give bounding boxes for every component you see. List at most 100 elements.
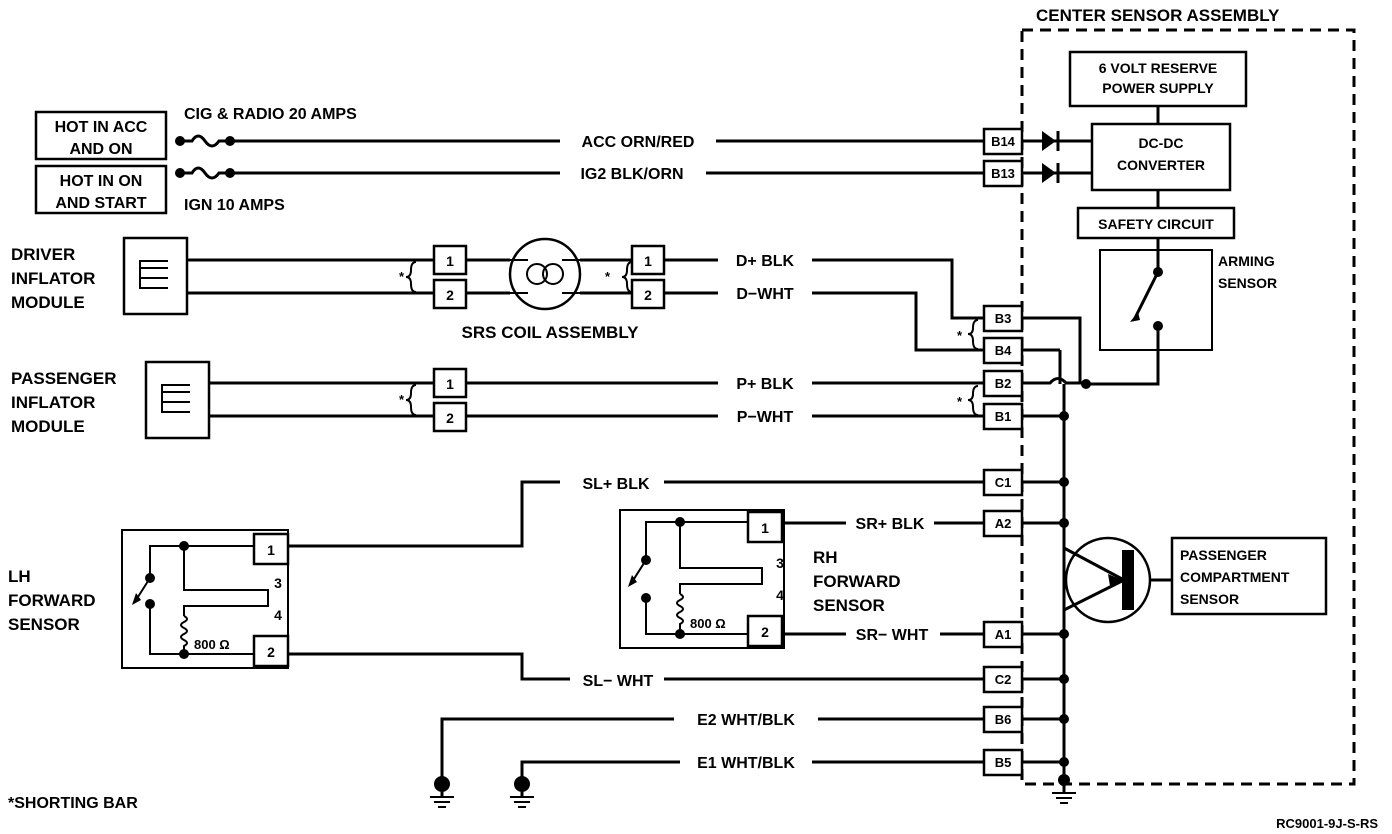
svg-text:FORWARD: FORWARD [8,591,96,610]
svg-text:B13: B13 [991,166,1015,181]
wire-sl-minus-label: SL− WHT [583,673,654,690]
wire-d-minus-label: D−WHT [736,286,794,303]
svg-text:1: 1 [644,253,652,269]
wire-d-plus-label: D+ BLK [736,253,795,270]
passenger-inflator-module [144,360,211,440]
svg-text:A1: A1 [995,627,1012,642]
connector-b3: B3 [982,304,1024,333]
passenger-connector: 1 2 [432,367,468,433]
svg-text:2: 2 [644,287,652,303]
svg-text:B14: B14 [991,134,1016,149]
svg-text:3: 3 [776,555,784,571]
rh-forward-sensor: 1 2 3 4 800 Ω [619,509,785,649]
acc-label-2: AND ON [69,141,132,158]
ground-icon [430,776,454,808]
svg-text:1: 1 [761,520,769,536]
wire-acc-label: ACC ORN/RED [582,134,695,151]
wire-d-minus [664,291,984,352]
wire-p-minus-label: P−WHT [737,409,794,426]
arming-sensor: ARMING SENSOR [1099,249,1277,351]
svg-text:B2: B2 [995,376,1012,391]
hot-in-start-box: HOT IN ON AND START [34,164,168,215]
rh-resistor-label: 800 Ω [690,616,726,631]
driver-wires [187,258,434,295]
svg-text:B3: B3 [995,311,1012,326]
svg-text:2: 2 [446,287,454,303]
svg-text:PASSENGER: PASSENGER [11,369,117,388]
coil-left-wires [466,258,510,295]
svg-text:INFLATOR: INFLATOR [11,269,95,288]
coil-right-wires [580,258,632,295]
wire-sl-minus [288,652,984,681]
svg-text:RH: RH [813,548,838,567]
arming-label-2: SENSOR [1218,275,1277,291]
fuse-20a-icon [175,134,235,148]
compartment-label-1: PASSENGER [1180,547,1267,563]
svg-text:1: 1 [446,253,454,269]
svg-text:FORWARD: FORWARD [813,572,901,591]
dc-dc-converter: DC-DC CONVERTER [1090,122,1232,192]
compartment-label-3: SENSOR [1180,591,1239,607]
shorting-bar-5: * [957,385,979,416]
connector-c1: C1 [982,468,1024,497]
center-sensor-boundary [1020,28,1356,786]
start-label-2: AND START [55,195,146,212]
diagram-code: RC9001-9J-S-RS [1276,816,1378,831]
reserve-label-1: 6 VOLT RESERVE [1099,60,1218,76]
svg-text:C2: C2 [995,672,1012,687]
svg-text:SENSOR: SENSOR [8,615,80,634]
svg-text:3: 3 [274,575,282,591]
shorting-bar-1: * [399,261,417,293]
connector-b2: B2 [982,369,1024,398]
connector-c2: C2 [982,665,1024,694]
srs-coil-icon [508,237,582,311]
svg-text:B4: B4 [995,343,1012,358]
connector-b1: B1 [982,402,1024,431]
center-sensor-title: CENTER SENSOR ASSEMBLY [1036,6,1280,25]
shorting-bar-footnote: *SHORTING BAR [8,795,138,812]
svg-text:SENSOR: SENSOR [813,596,885,615]
safety-circuit: SAFETY CIRCUIT [1076,206,1236,240]
lh-forward-sensor: 1 2 3 4 800 Ω [121,529,290,669]
coil-connector-right: 1 2 [630,244,666,310]
svg-text:A2: A2 [995,516,1012,531]
svg-text:B5: B5 [995,755,1012,770]
compartment-label-2: COMPARTMENT [1180,569,1290,585]
converter-label-2: CONVERTER [1117,157,1205,173]
lh-resistor-label: 800 Ω [194,637,230,652]
svg-text:2: 2 [761,624,769,640]
fuse-10a-label: IGN 10 AMPS [184,197,285,214]
shorting-bar-2: * [605,261,633,293]
svg-text:*: * [399,269,405,284]
connector-b14: B14 [982,127,1024,156]
svg-text:MODULE: MODULE [11,417,85,436]
arming-output-wire [1086,326,1160,386]
reserve-label-2: POWER SUPPLY [1102,80,1214,96]
connector-b4: B4 [982,336,1024,365]
connector-b6: B6 [982,705,1024,734]
shorting-bar-4: * [399,384,417,416]
fuse-20a-label: CIG & RADIO 20 AMPS [184,106,357,123]
svg-text:INFLATOR: INFLATOR [11,393,95,412]
wire-e2 [440,717,984,780]
svg-text:*: * [957,328,963,343]
connector-b5: B5 [982,748,1024,777]
connector-b13: B13 [982,159,1024,188]
svg-text:B1: B1 [995,409,1012,424]
coil-connector-left: 1 2 [432,244,468,310]
svg-text:MODULE: MODULE [11,293,85,312]
wire-ig2-label: IG2 BLK/ORN [580,166,683,183]
svg-text:4: 4 [776,587,784,603]
passenger-inflator-label: PASSENGER INFLATOR MODULE [11,369,117,436]
wire-sr-plus-label: SR+ BLK [856,516,925,533]
connector-a1: A1 [982,620,1024,649]
svg-text:*: * [605,269,611,284]
connector-a2: A2 [982,509,1024,538]
fuse-10a-icon [175,166,235,180]
converter-label-1: DC-DC [1138,135,1183,151]
lh-forward-sensor-label: LH FORWARD SENSOR [8,567,96,634]
driver-inflator-module [122,236,189,316]
reserve-power-supply: 6 VOLT RESERVE POWER SUPPLY [1068,50,1248,108]
passenger-wires [209,381,434,418]
